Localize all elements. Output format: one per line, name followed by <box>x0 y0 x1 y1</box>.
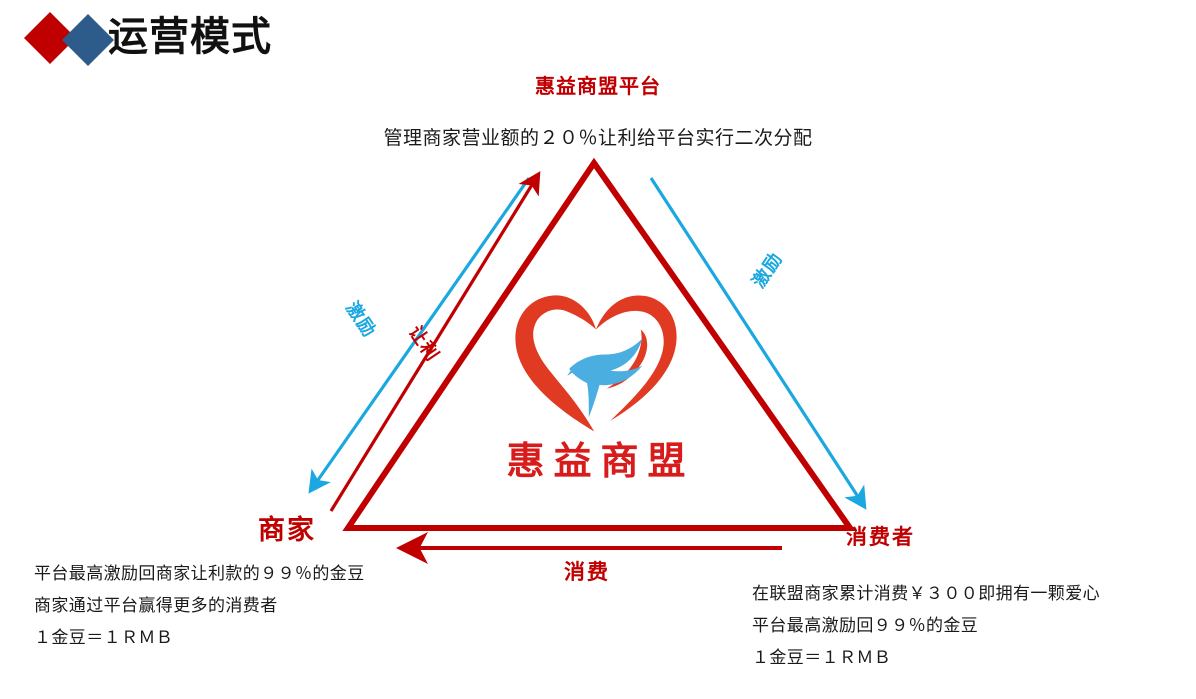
center-brand: 惠益商盟 <box>471 283 721 485</box>
heart-with-bird-icon <box>515 295 677 432</box>
platform-title: 惠益商盟平台 <box>535 76 661 98</box>
note-consumer: 在联盟商家累计消费￥３００即拥有一颗爱心 平台最高激励回９９％的金豆 １金豆＝１… <box>752 578 1192 674</box>
slide-header: 运营模式 <box>0 0 1196 78</box>
blue-diamond-icon <box>62 14 114 66</box>
note-merchant-line-3: １金豆＝１ＲＭＢ <box>34 628 174 647</box>
edge-label-left-profit: 让利 <box>405 322 443 365</box>
node-label-merchant: 商家 <box>258 515 316 545</box>
platform-description: 管理商家营业额的２０％让利给平台实行二次分配 <box>383 128 813 149</box>
note-consumer-line-2: 平台最高激励回９９％的金豆 <box>752 616 979 635</box>
bird-icon <box>567 338 643 418</box>
note-merchant: 平台最高激励回商家让利款的９９％的金豆 商家通过平台赢得更多的消费者 １金豆＝１… <box>34 558 464 654</box>
node-label-consumer: 消费者 <box>846 526 915 549</box>
note-consumer-line-3: １金豆＝１ＲＭＢ <box>752 648 892 667</box>
note-merchant-line-2: 商家通过平台赢得更多的消费者 <box>34 596 278 615</box>
edge-label-left-incentive: 激励 <box>342 298 380 341</box>
brand-name: 惠益商盟 <box>506 441 695 483</box>
edge-label-right-incentive: 激励 <box>748 248 787 292</box>
red-diamond-icon <box>24 12 76 64</box>
note-consumer-line-1: 在联盟商家累计消费￥３００即拥有一颗爱心 <box>752 584 1100 603</box>
note-merchant-line-1: 平台最高激励回商家让利款的９９％的金豆 <box>34 564 365 583</box>
brand-diamonds-logo <box>22 8 122 68</box>
edge-label-bottom-consume: 消费 <box>564 561 610 584</box>
page-title: 运营模式 <box>108 15 272 59</box>
